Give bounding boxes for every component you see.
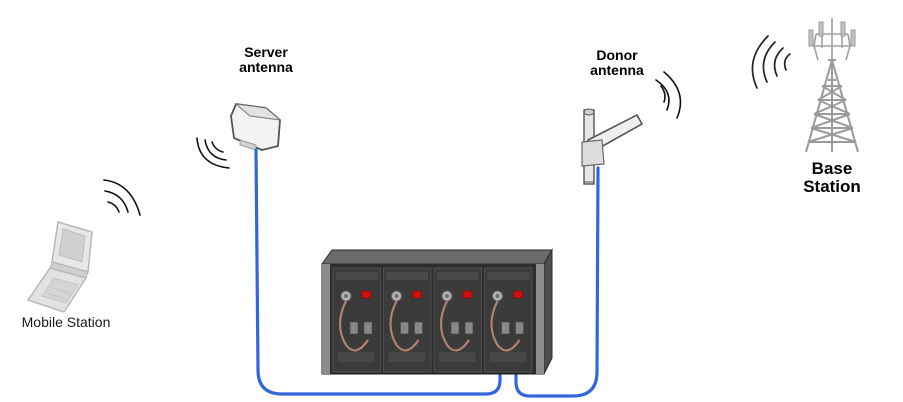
module-port	[502, 322, 510, 334]
module-connector-pin	[395, 294, 399, 298]
module-base-panel	[439, 352, 476, 362]
module-base-panel	[338, 352, 375, 362]
donor-antenna-label-line1: Donor	[575, 48, 659, 63]
mobile-station-label: Mobile Station	[2, 315, 130, 330]
power-switch-indicator	[463, 291, 472, 298]
module-connector-pin	[344, 294, 348, 298]
donor-antenna-label: Donor antenna	[575, 48, 659, 77]
module-port	[350, 322, 358, 334]
module-port	[516, 322, 524, 334]
module-port	[364, 322, 372, 334]
module-nameplate	[387, 272, 429, 280]
server-antenna-label-line2: antenna	[226, 60, 306, 75]
module-base-panel	[389, 352, 426, 362]
power-switch-indicator	[362, 291, 371, 298]
server-antenna-label: Server antenna	[226, 45, 306, 74]
module-port	[415, 322, 423, 334]
repeater-unit	[322, 250, 552, 374]
donor-antenna-icon	[582, 109, 642, 184]
base-station-label: Base Station	[790, 160, 874, 196]
module-connector-pin	[496, 294, 500, 298]
power-switch-indicator	[514, 291, 523, 298]
base-station-label-line2: Station	[790, 178, 874, 196]
module-nameplate	[336, 272, 378, 280]
module-base-panel	[490, 352, 527, 362]
module-nameplate	[437, 272, 479, 280]
module-nameplate	[488, 272, 530, 280]
server-antenna-icon	[231, 104, 280, 150]
server-antenna-label-line1: Server	[226, 45, 306, 60]
module-port	[465, 322, 473, 334]
donor-antenna-label-line2: antenna	[575, 63, 659, 78]
server-signal-waves-icon	[197, 138, 229, 168]
mobile-phone-icon	[28, 222, 92, 312]
donor-signal-waves-icon	[656, 72, 680, 118]
base-station-signal-waves-icon	[752, 36, 790, 88]
module-port	[451, 322, 459, 334]
base-station-tower-icon	[806, 18, 858, 152]
power-switch-indicator	[413, 291, 422, 298]
module-connector-pin	[445, 294, 449, 298]
mobile-signal-waves-icon	[104, 180, 140, 215]
base-station-label-line1: Base	[790, 160, 874, 178]
module-port	[401, 322, 409, 334]
